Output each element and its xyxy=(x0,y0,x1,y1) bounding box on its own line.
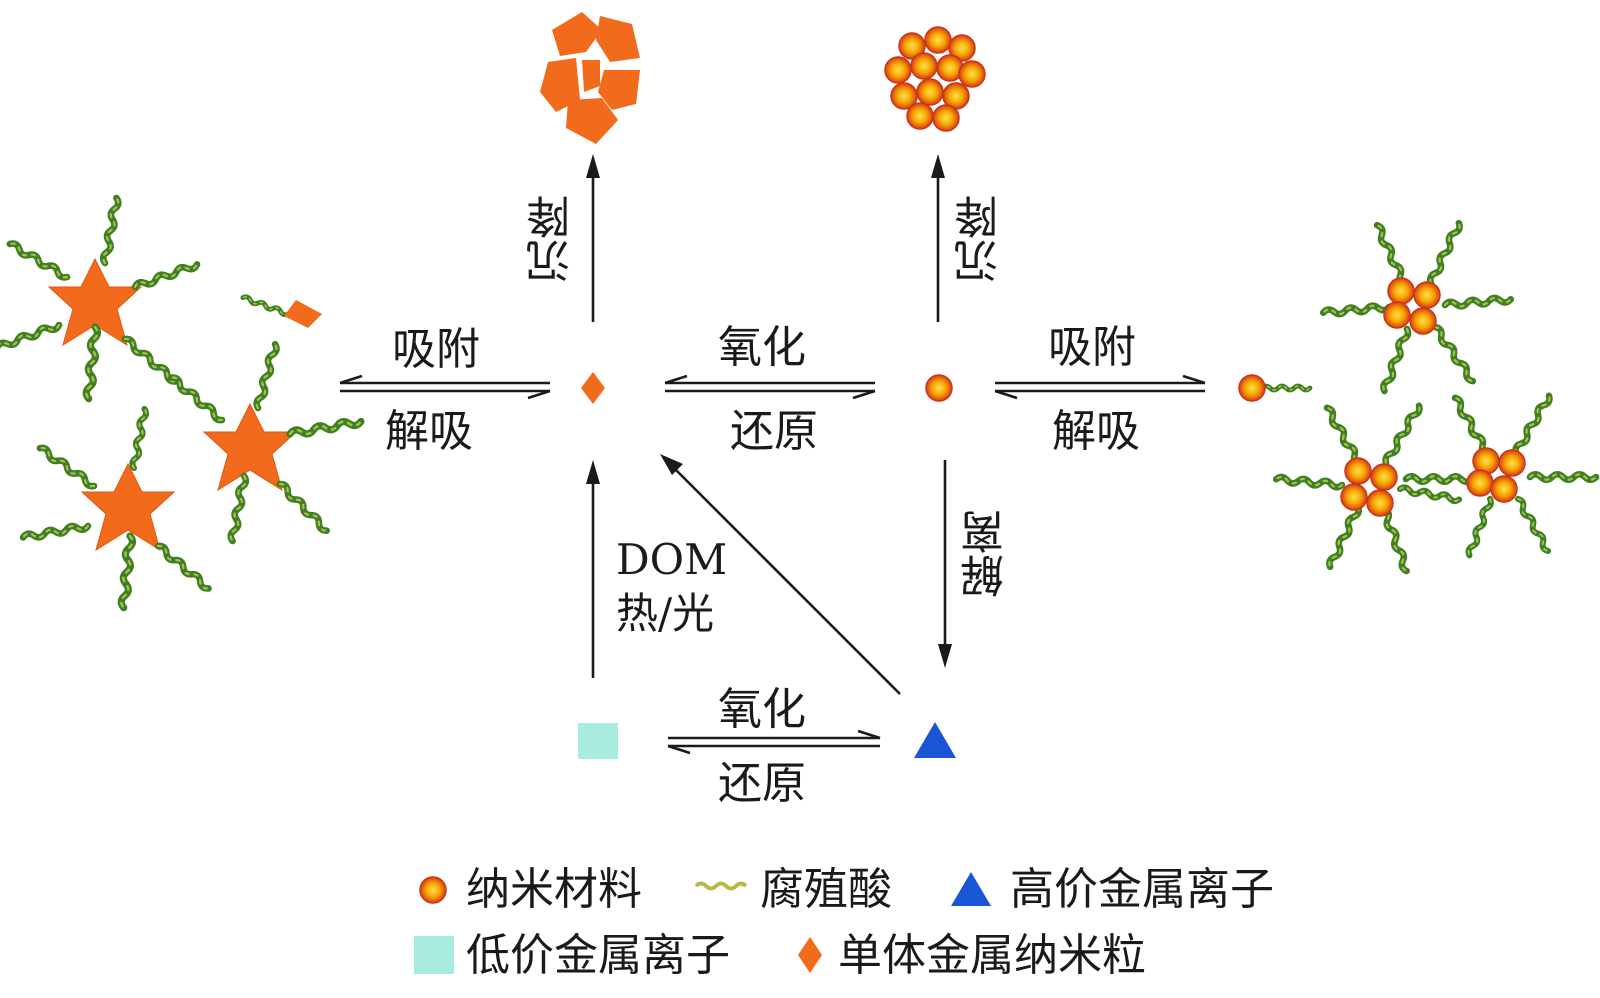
reduce-top-label: 还原 xyxy=(730,406,818,457)
blue-triangle-icon xyxy=(951,872,991,906)
desorb-right-label: 解吸 xyxy=(1052,406,1140,457)
adsorbed-stars-left xyxy=(0,198,361,608)
adsorb-left-label: 吸附 xyxy=(392,324,480,375)
orange-diamond-icon xyxy=(798,937,822,973)
low-valence-ion-square xyxy=(578,723,618,759)
dissociate-label: 解离 xyxy=(961,510,1012,598)
sediment-left-label: 沉降 xyxy=(527,195,578,283)
legend-low-valence-ion: 低价金属离子 xyxy=(466,930,730,981)
sedimented-cluster-right xyxy=(884,26,986,132)
single-arrows xyxy=(586,154,952,695)
oxidize-top-label: 氧化 xyxy=(718,322,806,373)
legend-nanomaterial: 纳米材料 xyxy=(466,864,642,915)
legend-monomer-nanoparticle: 单体金属纳米粒 xyxy=(838,930,1146,981)
reduce-bottom-label: 还原 xyxy=(718,758,806,809)
heat-light-label: 热/光 xyxy=(616,589,715,638)
sphere-with-strand xyxy=(1238,374,1310,402)
nanomaterial-sphere-icon xyxy=(419,876,447,904)
oxidize-bottom-label: 氧化 xyxy=(718,684,806,735)
humic-acid-wave-icon xyxy=(694,881,748,891)
high-valence-ion-triangle xyxy=(914,722,956,758)
adsorbed-clusters-right xyxy=(1276,222,1596,572)
center-reversible-arrow xyxy=(664,374,876,400)
dissociate-arrow xyxy=(938,460,952,668)
bottom-reversible-arrow xyxy=(667,729,881,755)
legend-high-valence-ion: 高价金属离子 xyxy=(1010,864,1274,915)
diagonal-arrow xyxy=(660,454,901,695)
desorb-left-label: 解吸 xyxy=(385,406,473,457)
sediment-right-label: 沉降 xyxy=(955,195,1006,283)
dom-arrow xyxy=(586,460,600,678)
sediment-right-arrow xyxy=(931,154,945,322)
right-reversible-arrow xyxy=(994,374,1206,400)
left-reversible-arrow xyxy=(339,374,551,400)
legend-icons xyxy=(414,872,991,974)
sedimented-aggregate-left xyxy=(540,12,640,144)
legend-humic-acid: 腐殖酸 xyxy=(760,864,892,915)
dom-label: DOM xyxy=(616,535,728,584)
arrows xyxy=(339,374,1206,755)
adsorb-right-label: 吸附 xyxy=(1048,322,1136,373)
sediment-left-arrow xyxy=(586,154,600,322)
cyan-square-icon xyxy=(414,936,454,974)
monomer-nanoparticle-diamond xyxy=(581,372,605,404)
nanomaterial-sphere xyxy=(925,374,953,402)
